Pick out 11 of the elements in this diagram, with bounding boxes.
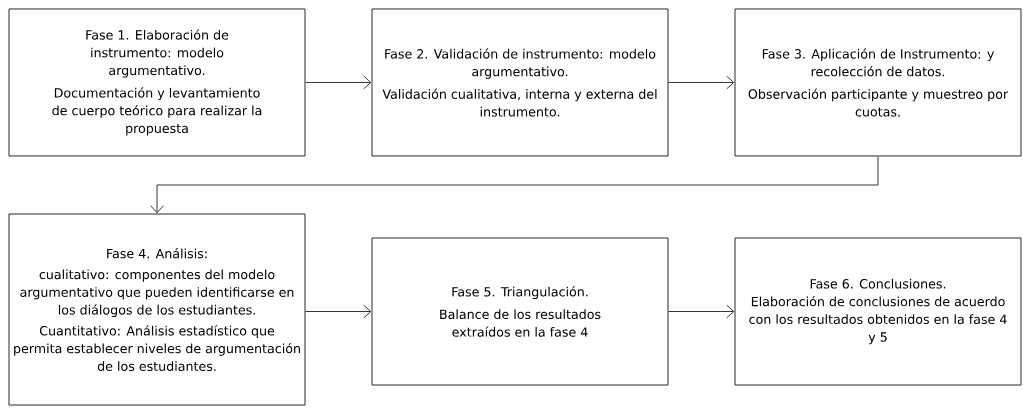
arrow <box>305 304 372 319</box>
arrow <box>150 155 879 214</box>
arrow <box>305 75 372 90</box>
arrow <box>668 304 735 319</box>
process-box: Fase 6. Conclusiones. Elaboración de conclusiones de acuerdo con los resultados obtenidos en la fase 4 y 5 <box>734 237 1022 386</box>
process-box: Fase 5. Triangulación. Balance de los resultados extraídos en la fase 4 <box>371 237 669 386</box>
process-box: Fase 4. Análisis: cualitativo: componentes del modelo argumentativo que pueden identificarse en los diálogos de los estudiantes. Cuantitativo: Análisis estadístico que permita establecer niveles de argumentación de los estudiantes. <box>8 213 306 406</box>
arrow <box>668 75 735 90</box>
process-box: Fase 3. Aplicación de Instrumento: y recolección de datos. Observación participante y muestreo por cuotas. <box>734 8 1022 157</box>
process-box: Fase 2. Validación de instrumento: modelo argumentativo. Validación cualitativa, interna y externa del instrumento. <box>371 8 669 157</box>
process-box: Fase 1. Elaboración de instrumento: modelo argumentativo. Documentación y levantamiento de cuerpo teórico para realizar la propuesta <box>8 8 306 157</box>
